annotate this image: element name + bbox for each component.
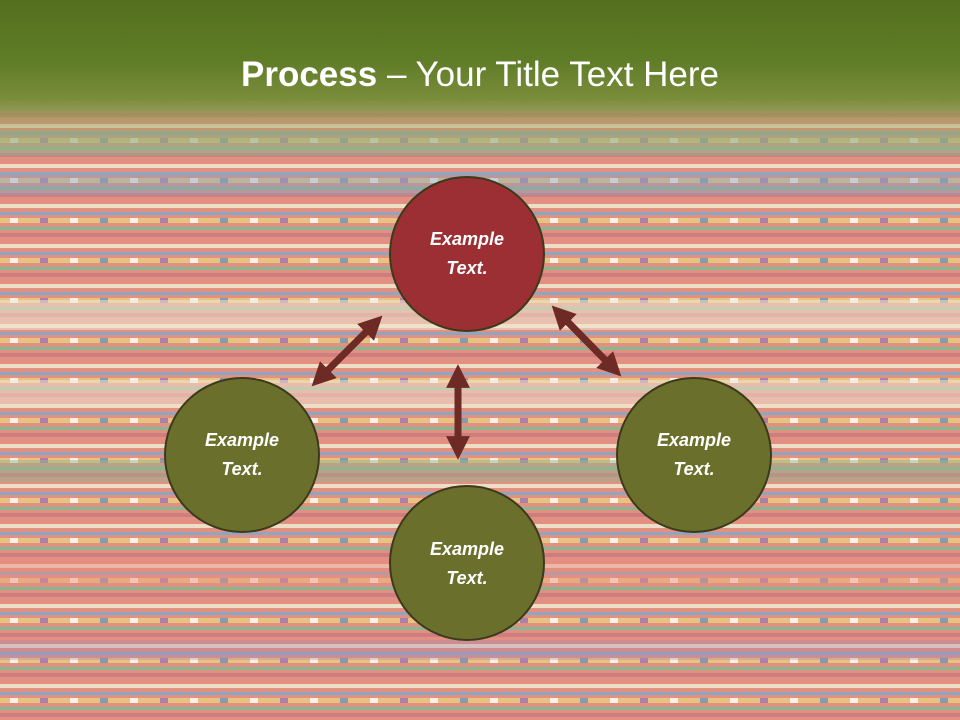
process-node-top[interactable]	[389, 176, 545, 332]
node-top-line2: Text.	[446, 258, 488, 278]
double-arrow-left	[311, 315, 383, 387]
node-top-line1: Example	[429, 229, 505, 249]
node-bottom-line2: Text.	[446, 568, 488, 588]
node-right-text: Example Text.	[619, 426, 769, 484]
node-left-line2: Text.	[221, 459, 263, 479]
node-left-text: Example Text.	[167, 426, 317, 484]
node-bottom-line1: Example	[429, 539, 505, 559]
node-right-line1: Example	[656, 430, 732, 450]
node-right-line2: Text.	[673, 459, 715, 479]
title-band	[0, 0, 960, 150]
process-node-bottom[interactable]	[389, 485, 545, 641]
slide-title-rest: – Your Title Text Here	[377, 55, 719, 94]
process-node-right[interactable]	[616, 377, 772, 533]
node-bottom-text: Example Text.	[392, 535, 542, 593]
node-left-line1: Example	[204, 430, 280, 450]
double-arrow-right	[551, 305, 622, 377]
slide-title: Process – Your Title Text Here	[0, 52, 960, 98]
process-node-left[interactable]	[164, 377, 320, 533]
node-top-text: Example Text.	[392, 225, 542, 283]
slide-title-bold: Process	[241, 55, 378, 94]
